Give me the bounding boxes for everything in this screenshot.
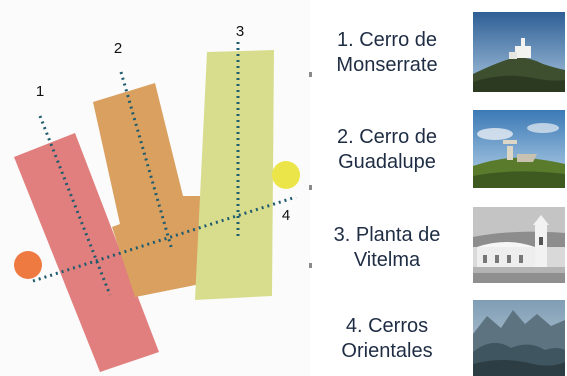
separator-tick xyxy=(309,72,312,77)
legend-number-title: 2. Cerro de xyxy=(336,126,438,148)
legend-name: Vitelma xyxy=(353,249,421,271)
right-circle xyxy=(272,161,300,189)
axis-label-2: 2 xyxy=(114,40,122,57)
legend-name: Orientales xyxy=(341,340,433,362)
rectangle-1 xyxy=(14,133,159,372)
legend-item-guadalupe: 2. Cerro de Guadalupe xyxy=(312,125,462,175)
legend-number-title: 3. Planta de xyxy=(333,224,441,246)
axis-label-4: 4 xyxy=(282,207,290,224)
left-circle xyxy=(14,251,42,279)
legend-item-vitelma: 3. Planta de Vitelma xyxy=(312,223,462,273)
axes-diagram: 1 2 3 4 xyxy=(14,23,300,372)
rectangle-3 xyxy=(195,50,274,300)
separator-tick xyxy=(309,185,312,190)
separator-tick xyxy=(309,263,312,268)
axis-label-1: 1 xyxy=(36,83,44,100)
legend-number-title: 4. Cerros xyxy=(345,315,429,337)
legend-name: Monserrate xyxy=(336,54,438,76)
rectangle-2-base xyxy=(118,196,200,297)
legend-item-monserrate: 1. Cerro de Monserrate xyxy=(312,28,462,78)
axis-1 xyxy=(38,115,112,296)
legend-number-title: 1. Cerro de xyxy=(336,29,438,51)
cerros-orientales-photo xyxy=(473,300,565,376)
axis-4 xyxy=(32,195,297,283)
legend-name: Guadalupe xyxy=(338,151,436,173)
vitelma-photo xyxy=(473,207,565,283)
legend-item-cerros-orientales: 4. Cerros Orientales xyxy=(312,314,462,364)
guadalupe-photo xyxy=(473,110,565,188)
axis-2 xyxy=(119,71,174,251)
diagram-svg: 1 2 3 4 xyxy=(14,23,300,372)
monserrate-photo xyxy=(473,12,565,92)
axis-label-3: 3 xyxy=(236,23,244,40)
